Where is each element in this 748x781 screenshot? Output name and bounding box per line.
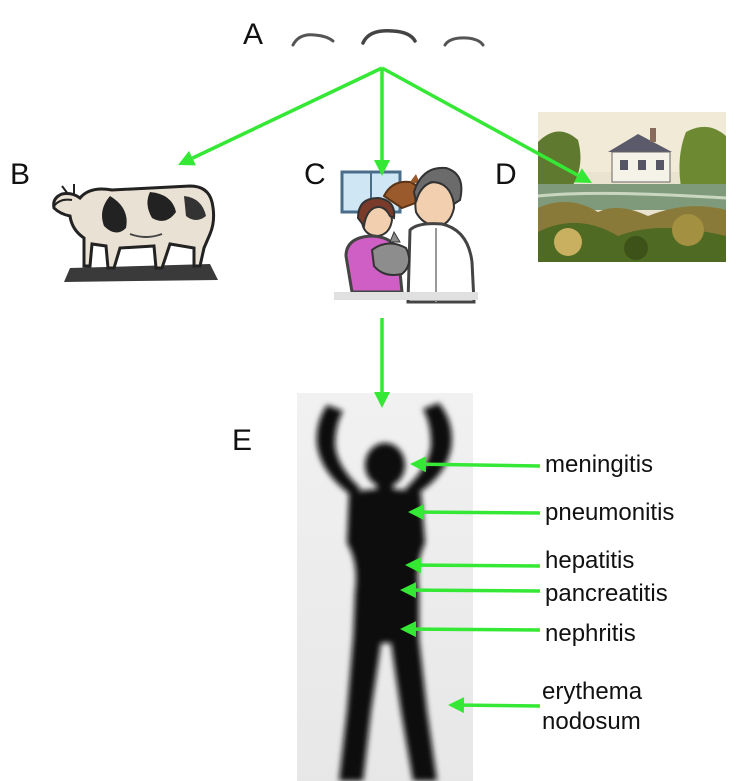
label-c: C (304, 160, 326, 190)
condition-label-nephritis: nephritis (545, 622, 636, 646)
arrow-a-to-b (178, 68, 382, 165)
veterinarian-illustration (332, 152, 480, 310)
label-d: D (495, 160, 517, 190)
cow-illustration (50, 168, 220, 288)
label-e: E (232, 426, 252, 456)
condition-label-pancreatitis: pancreatitis (545, 582, 668, 606)
condition-label-nodosum: nodosum (542, 710, 641, 734)
condition-label-pneumonitis: pneumonitis (545, 501, 674, 525)
condition-label-hepatitis: hepatitis (545, 549, 634, 573)
human-silhouette (297, 393, 473, 781)
label-a: A (243, 20, 263, 50)
condition-label-meningitis: meningitis (545, 453, 653, 477)
condition-label-erythema: erythema (542, 680, 642, 704)
bacteria-icon (285, 25, 490, 55)
house-landscape-painting (538, 112, 726, 262)
label-b: B (10, 160, 30, 190)
